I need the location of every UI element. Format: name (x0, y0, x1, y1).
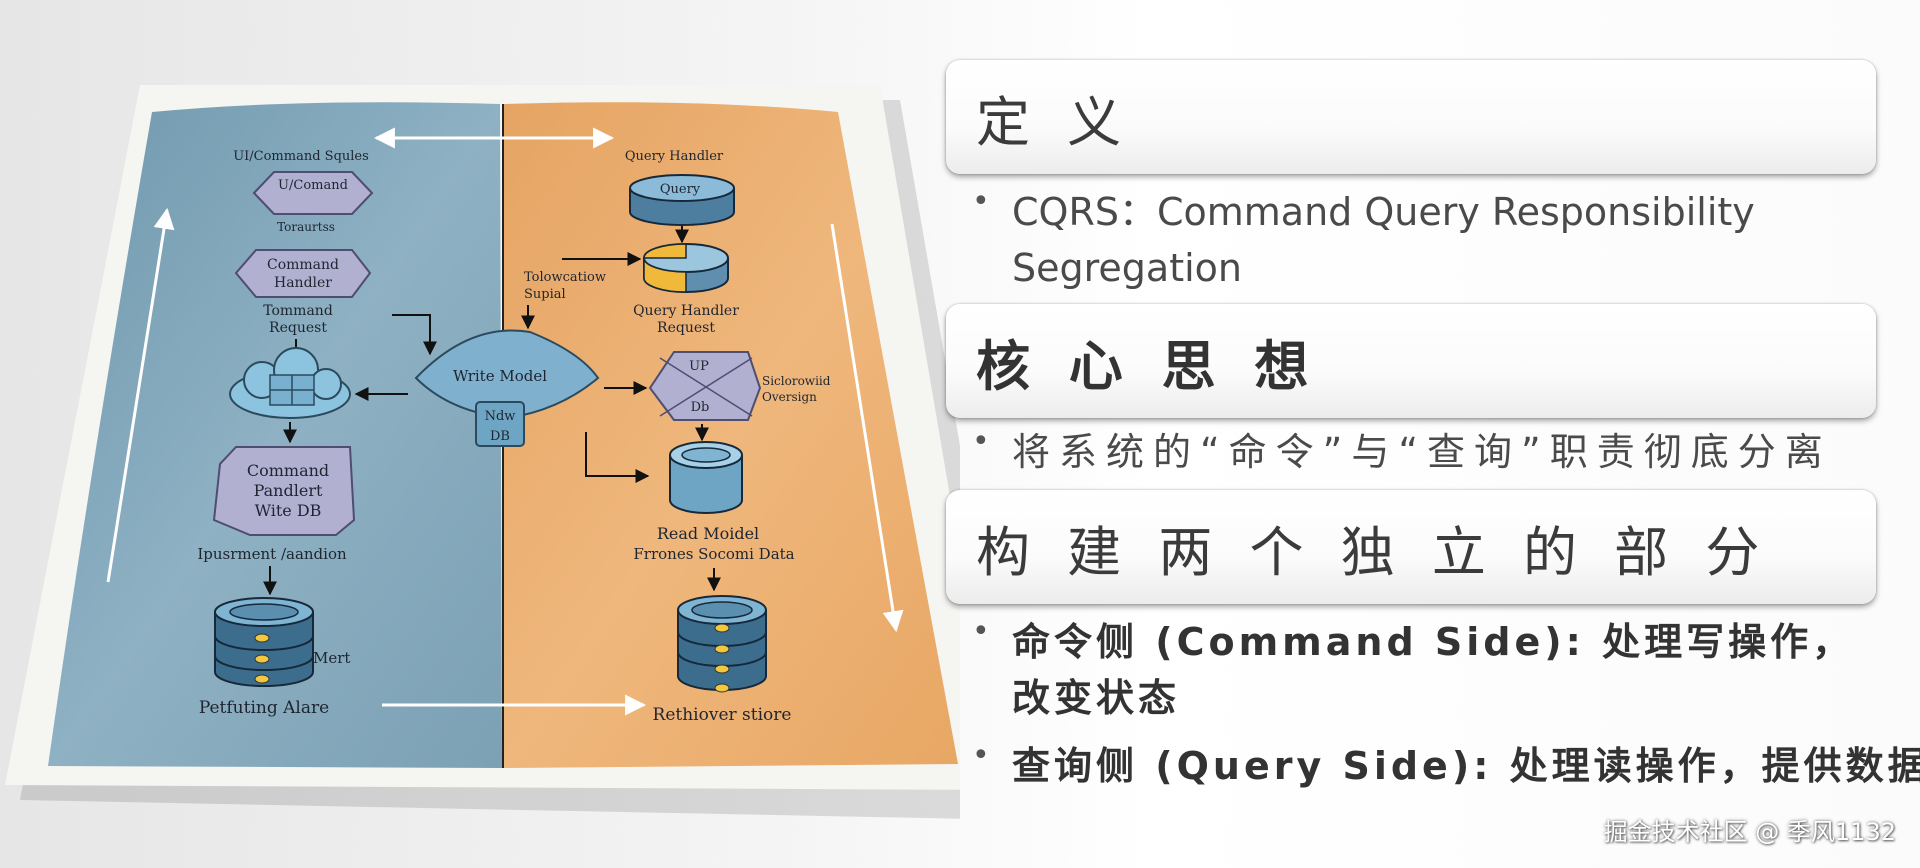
right-panel (504, 102, 958, 768)
side-label-line1: Siclorowiid (762, 374, 831, 388)
ndw-label-line1: Ndw (485, 409, 516, 424)
section-header-two-parts: 构 建 两 个 独 立 的 部 分 (946, 490, 1876, 604)
cqrs-diagram: UI/Command Squles U/Comand Toraurtss Com… (5, 85, 960, 819)
persist-label: Ipusrment /aandion (197, 545, 347, 563)
right-store-label: Rethiover stiore (653, 705, 792, 725)
ui-command-node (252, 171, 374, 215)
bullet-definition-text: CQRS：Command Query Responsibility Segreg… (1012, 190, 1755, 290)
read-model-line1: Read Moidel (657, 524, 759, 543)
section-header-core-idea: 核 心 思 想 (946, 304, 1876, 418)
query-cylinder-icon (629, 174, 735, 226)
tolow-line2: Supial (524, 287, 566, 302)
command-db-node (212, 446, 356, 536)
tolow-line1: Tolowcatiow (524, 270, 606, 285)
command-handler-line1: Command (267, 257, 339, 273)
query-pie-icon (643, 243, 729, 293)
right-top-label: Query Handler (625, 149, 724, 164)
ndw-label-line2: DB (490, 429, 510, 444)
section-title-two-parts: 构 建 两 个 独 立 的 部 分 (976, 521, 1770, 584)
right-down-arrow (830, 223, 904, 633)
section-title-core-idea: 核 心 思 想 (976, 335, 1319, 398)
mert-label: Mert (313, 649, 350, 667)
section-header-definition: 定 义 (946, 60, 1876, 174)
left-up-arrow (106, 207, 175, 583)
command-handler-node (234, 249, 372, 298)
toraurtss-label: Toraurtss (277, 220, 335, 234)
arrow-elbow-to-write (392, 314, 437, 356)
bullet-dot: • (972, 424, 990, 459)
tommand-request-line1: Tommand (263, 303, 333, 319)
up-cross-2 (659, 357, 753, 417)
bullet-query-side-text: 查询侧 (Query Side): 处理读操作，提供数据 (1012, 744, 1920, 788)
watermark: 掘金技术社区 @ 季风1132 (1603, 818, 1896, 846)
read-model-cylinder-icon (669, 441, 743, 514)
left-store-label: Petfuting Alare (199, 698, 329, 718)
cloud-icon (229, 347, 351, 419)
write-model-label: Write Model (453, 367, 547, 385)
left-top-label: UI/Command Squles (233, 149, 369, 164)
command-handler-line2: Handler (274, 275, 332, 291)
side-label-line2: Oversign (762, 390, 817, 404)
query-handler-line1: Query Handler (633, 303, 739, 319)
read-model-line2: Frrones Socomi Data (633, 545, 794, 563)
bullet-dot: • (972, 184, 990, 219)
up-label: UP (689, 359, 709, 374)
command-db-line3: Wite DB (255, 501, 322, 520)
bullet-command-side-text: 命令侧 (Command Side): 处理写操作，改变状态 (1012, 620, 1855, 720)
arrow-elbow-to-read (585, 432, 650, 483)
left-database-icon (214, 597, 314, 687)
ui-command-label: U/Comand (278, 178, 348, 193)
query-node-label: Query (660, 182, 701, 197)
section-title-definition: 定 义 (976, 91, 1132, 154)
command-db-line1: Command (247, 461, 329, 480)
command-db-line2: Pandlert (254, 481, 323, 500)
bullet-dot: • (972, 738, 990, 773)
right-database-icon (677, 595, 767, 693)
tommand-request-line2: Request (269, 320, 327, 336)
bullet-core-idea-text: 将系统的“命令”与“查询”职责彻底分离 (1012, 430, 1832, 474)
db-label: Db (691, 400, 710, 415)
ndw-db-box (475, 401, 525, 447)
query-handler-line2: Request (657, 320, 715, 336)
bullet-dot: • (972, 614, 990, 649)
left-panel (48, 102, 502, 768)
